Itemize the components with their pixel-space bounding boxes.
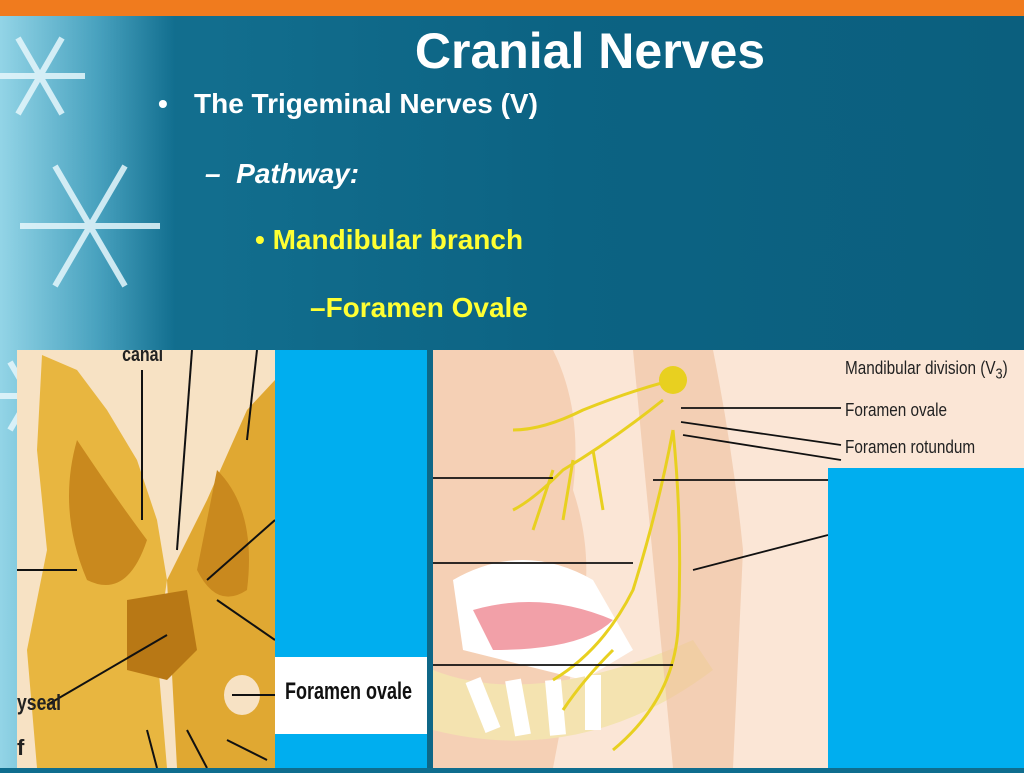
label-mandibular-subscript: 3	[995, 365, 1003, 383]
skull-base-figure: canal yseal f	[17, 350, 275, 768]
bullet-text: Pathway:	[236, 158, 360, 189]
bullet-foramen-ovale: –Foramen Ovale	[310, 292, 528, 324]
label-f: f	[17, 735, 25, 760]
label-mandibular-text: Mandibular division (V	[845, 358, 996, 378]
bullet-marker: –	[205, 158, 221, 189]
label-mandibular-division: Mandibular division (V3)	[845, 358, 1008, 383]
label-foramen-rotundum: Foramen rotundum	[845, 437, 976, 457]
label-foramen-ovale-right: Foramen ovale	[845, 400, 948, 420]
slide-title: Cranial Nerves	[414, 23, 766, 79]
bullet-marker: •	[255, 224, 265, 255]
bullet-marker: –	[310, 292, 326, 323]
top-accent-bar	[0, 0, 1024, 16]
label-pharyngeal: yseal	[17, 690, 62, 715]
bullet-marker: •	[158, 88, 168, 119]
label-canal: canal	[122, 350, 164, 366]
bullet-text: The Trigeminal Nerves (V)	[194, 88, 538, 119]
cyan-box-bottom	[275, 734, 427, 768]
label-foramen-ovale-left: Foramen ovale	[285, 678, 413, 705]
cyan-box-top	[275, 350, 427, 657]
label-mandibular-close: )	[1002, 358, 1008, 378]
bullet-mandibular: • Mandibular branch	[255, 224, 523, 256]
bullet-text: Mandibular branch	[272, 224, 524, 255]
bullet-text: Foramen Ovale	[325, 292, 528, 323]
bullet-pathway: – Pathway:	[205, 158, 359, 190]
bullet-trigeminal: • The Trigeminal Nerves (V)	[158, 88, 538, 120]
face-nerve-figure: Mandibular division (V3) Foramen ovale F…	[433, 350, 1024, 768]
cyan-box-right	[828, 468, 1024, 768]
cyan-label-box: Foramen ovale	[275, 350, 427, 768]
